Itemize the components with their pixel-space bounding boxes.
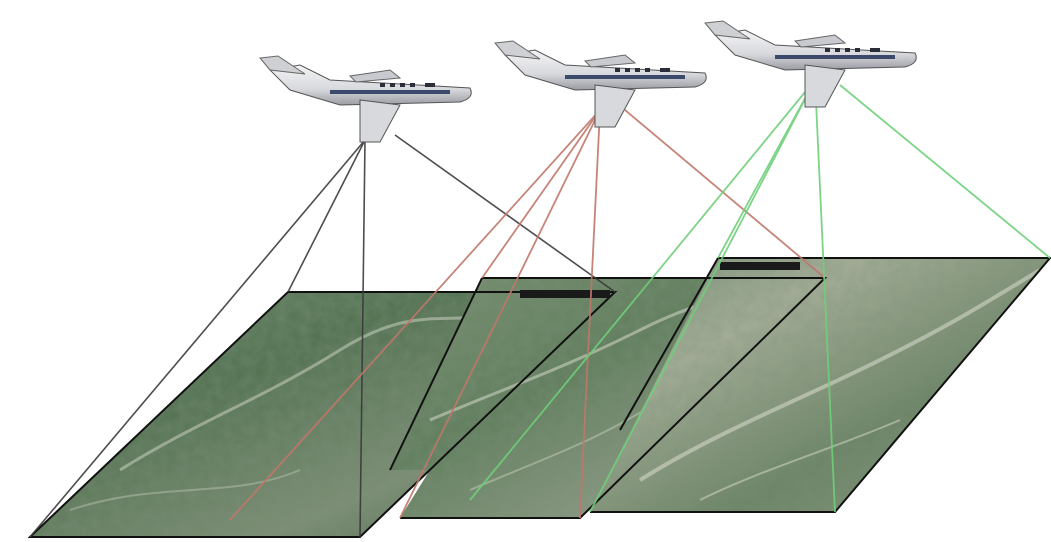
aircraft-2 (495, 41, 706, 127)
ground-tiles (30, 258, 1050, 537)
aircraft-3 (705, 21, 916, 107)
tile-edge-strip (720, 262, 800, 270)
tile-edge-strip (520, 290, 610, 298)
aircraft-1 (260, 56, 471, 142)
